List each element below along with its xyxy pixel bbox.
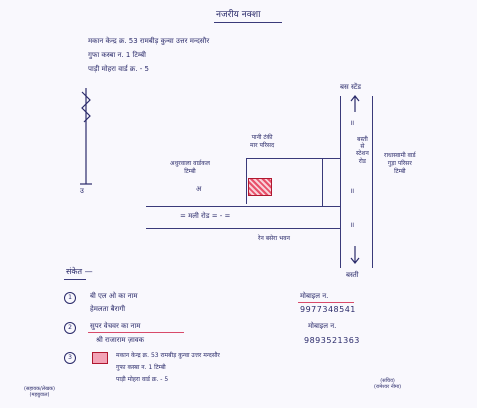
top-road-label: बस स्टेंड <box>340 83 361 91</box>
blo-phone-label: मोबाइल न. <box>300 292 329 300</box>
bottom-area-label: बस्ती <box>346 271 359 279</box>
blo-name: हेमलता बैरागी <box>90 305 126 313</box>
water-tank-line-v <box>246 158 247 204</box>
north-label: उ <box>80 187 84 195</box>
legend-heading: संकेत — <box>66 267 93 276</box>
supervisor-phone: 9893521363 <box>304 336 360 345</box>
legend-booth-swatch <box>92 352 108 364</box>
right-road-label: बस्ती से स्टेशन रोड <box>356 136 369 165</box>
signature-left: (सहायक/लेखक) (महबुवाल) <box>24 386 55 398</box>
arrow-down-icon <box>350 246 360 264</box>
water-tank-line-h <box>246 158 340 159</box>
road-right-edge <box>372 96 373 268</box>
road-left-edge <box>340 96 341 268</box>
header-line-2: गुफा कस्बा न. 1 टिम्बी <box>88 51 146 59</box>
road-mark-1: ॥ <box>350 119 355 127</box>
arrow-up-icon <box>350 95 360 112</box>
booth-desc-3: पाड़ी मोहरा वार्ड क्र. - 5 <box>116 376 169 383</box>
road-mark-3: ॥ <box>350 221 355 229</box>
blo-phone-underline <box>298 302 354 303</box>
north-arrow-icon <box>80 88 92 185</box>
booth-desc-2: गुफा कस्बा न. 1 टिम्बी <box>116 364 166 371</box>
water-tank-label: पानी टंकी मार परिसद <box>250 134 275 149</box>
legend-heading-underline <box>64 279 86 280</box>
header-line-3: पाड़ी मोहरा वार्ड क्र. - 5 <box>88 65 149 73</box>
a-label: अ <box>196 185 202 193</box>
right-area-label: राधास्वामी वार्ड गुड़ा परिसर टिम्बी <box>384 152 416 175</box>
blo-name-label: बी एल ओ का नाम <box>90 292 138 300</box>
road-bottom-edge <box>146 228 340 229</box>
left-area-label: अधुरवाला वार्डकल टिम्बी <box>170 160 210 175</box>
supervisor-phone-label: मोबाइल न. <box>308 322 337 330</box>
page-title: नजरीय नक्शा <box>216 10 261 20</box>
booth-building-marker <box>248 178 272 196</box>
rain-shelter-label: रेन बसेरा भवन <box>258 235 290 242</box>
signature-right: (सचिव) (रामेश्वर नीमा) <box>374 378 402 390</box>
road-top-edge <box>146 206 340 207</box>
supervisor-underline <box>88 332 184 333</box>
water-tank-line-v2 <box>322 158 323 206</box>
legend-number-1: 1 <box>64 292 76 304</box>
lane-road-label: = मली रोड = - = <box>180 212 231 220</box>
road-mark-2: ॥ <box>350 187 355 195</box>
legend-number-2: 2 <box>64 322 76 334</box>
supervisor-name: श्री राजाराम ज़ावक <box>96 336 145 344</box>
header-line-1: मकान केन्द्र क्र. 53 रामबीड़ कुन्वा उत्त… <box>88 37 210 45</box>
supervisor-name-label: सुपर वेचवर का नाम <box>90 322 141 330</box>
blo-phone: 9977348541 <box>300 305 356 314</box>
legend-number-3: 3 <box>64 352 76 364</box>
booth-desc-1: मकान केन्द्र क्र. 53 रामबीड़ कुन्वा उत्त… <box>116 352 220 359</box>
title-underline <box>214 22 282 23</box>
